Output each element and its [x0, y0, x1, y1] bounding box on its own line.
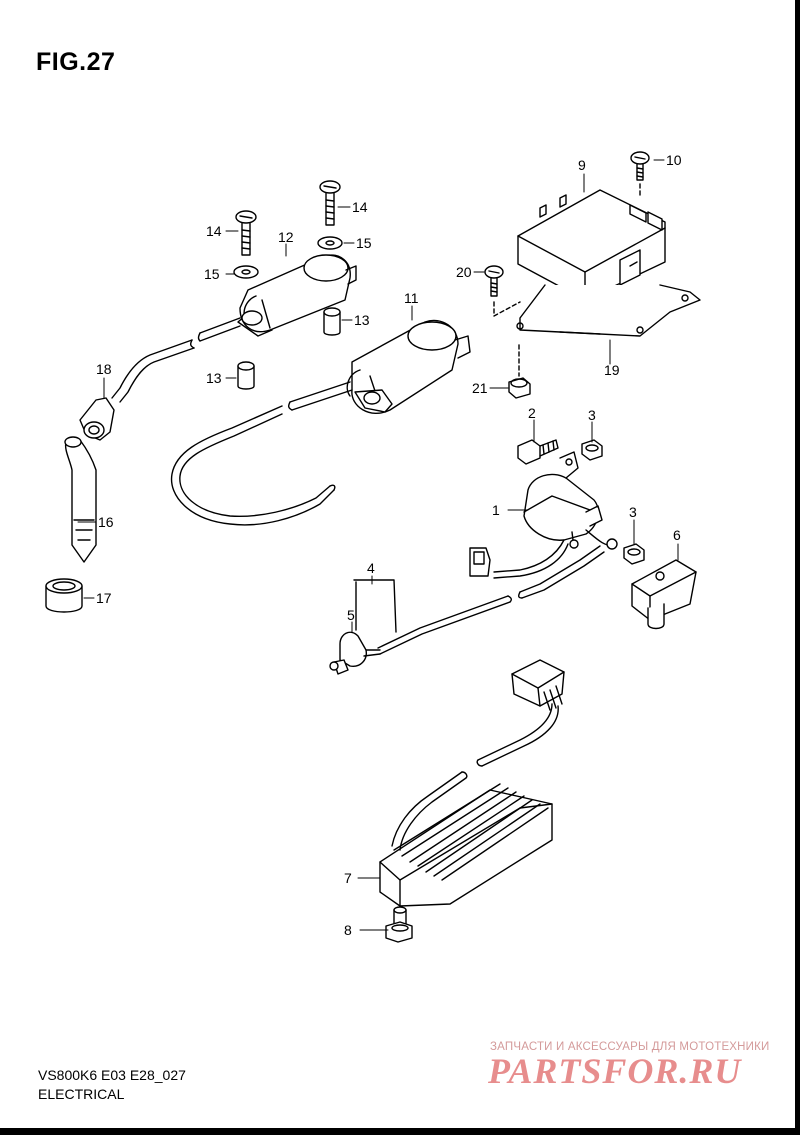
starter-relay-part-1 [523, 451, 603, 549]
hightension-lead-coil-12 [111, 317, 241, 403]
plug-cap-part-18 [79, 397, 115, 441]
frame-border-bottom [0, 1128, 800, 1135]
callout-14-left: 14 [206, 223, 222, 239]
bolt-part-14-right [319, 180, 341, 226]
nut-part-3-upper [581, 439, 603, 461]
watermark-tagline: ЗАПЧАСТИ И АКСЕССУАРЫ ДЛЯ МОТОТЕХНИКИ [490, 1041, 770, 1053]
bracket-part-19 [516, 284, 701, 337]
watermark-logo: PARTSFOR.RU [488, 1051, 742, 1091]
callout-12: 12 [278, 229, 294, 245]
callout-15-right: 15 [356, 235, 372, 251]
regulator-wire-harness [391, 659, 565, 851]
callout-21: 21 [472, 380, 488, 396]
figure-title: FIG.27 [36, 48, 116, 76]
callout-17: 17 [96, 590, 112, 606]
sensor-part-6 [631, 559, 697, 630]
callout-3-upper: 3 [588, 407, 596, 423]
callout-20: 20 [456, 264, 472, 280]
callout-18: 18 [96, 361, 112, 377]
screw-part-20 [484, 265, 521, 317]
callout-3-lower: 3 [629, 504, 637, 520]
model-code: VS800K6 E03 E28_027 [38, 1067, 186, 1083]
callout-15-left: 15 [204, 266, 220, 282]
callout-8: 8 [344, 922, 352, 938]
regulator-part-7 [379, 783, 553, 907]
callout-11: 11 [404, 290, 419, 306]
callout-4: 4 [367, 560, 375, 576]
nut-part-3-lower [623, 543, 645, 565]
seal-part-17 [45, 578, 83, 613]
nut-part-21 [508, 344, 531, 399]
frame-border-right [795, 0, 800, 1135]
relay-wire-harness [469, 529, 618, 579]
ignition-coil-part-11 [346, 319, 471, 415]
hightension-lead-coil-11 [170, 381, 353, 526]
callout-16: 16 [98, 514, 114, 530]
callout-13-upper: 13 [354, 312, 370, 328]
callout-7: 7 [344, 870, 352, 886]
ignition-coil-part-12 [237, 254, 357, 337]
plug-cap-part-16 [64, 436, 97, 563]
callout-numbers: 1 2 3 3 4 5 6 7 8 9 10 11 12 13 13 14 14… [96, 152, 682, 938]
leader-lines [77, 159, 679, 931]
callout-19: 19 [604, 362, 620, 378]
callout-1: 1 [492, 502, 500, 518]
bolt-part-14-left [235, 210, 257, 256]
control-unit-part-9 [517, 189, 666, 301]
spacer-part-13-upper [323, 307, 341, 336]
spacer-part-13-lower [237, 361, 255, 390]
cable-terminal-part-5 [329, 631, 381, 675]
starter-cable-part-4 [353, 545, 605, 655]
callout-6: 6 [673, 527, 681, 543]
callout-13-lower: 13 [206, 370, 222, 386]
section-label: ELECTRICAL [38, 1086, 125, 1102]
callout-9: 9 [578, 157, 586, 173]
washer-part-15-left [233, 265, 259, 279]
callout-10: 10 [666, 152, 682, 168]
washer-part-15-right [317, 236, 343, 250]
bolt-part-8 [385, 906, 413, 943]
callout-5: 5 [347, 607, 355, 623]
callout-14-right: 14 [352, 199, 368, 215]
callout-2: 2 [528, 405, 536, 421]
bolt-part-2 [517, 439, 559, 465]
screw-part-10 [630, 151, 650, 197]
